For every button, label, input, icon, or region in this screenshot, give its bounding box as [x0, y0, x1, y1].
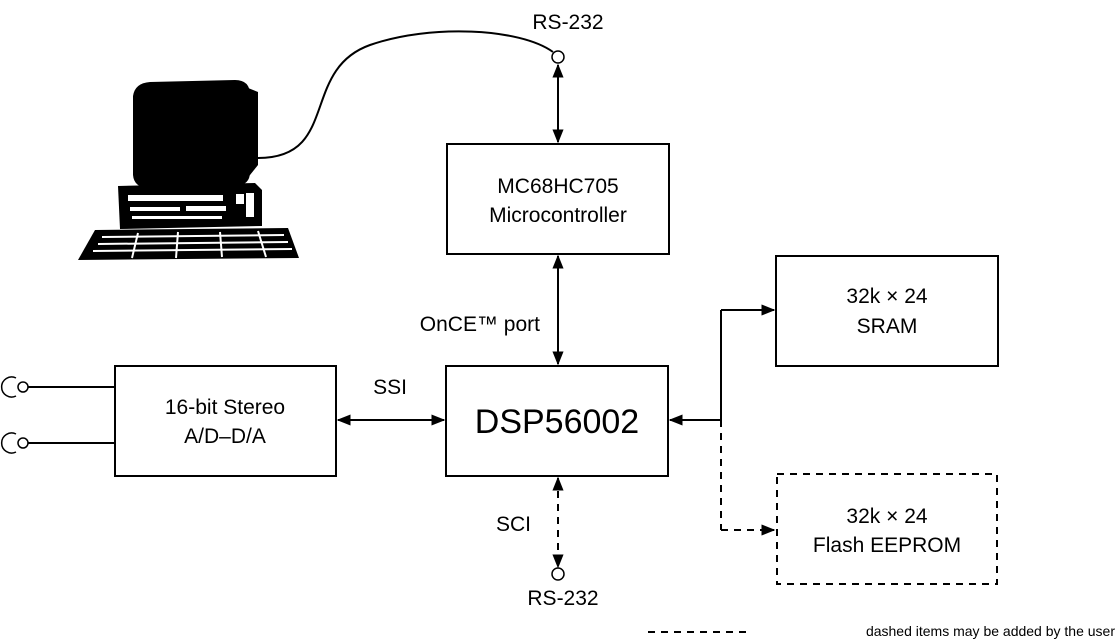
microcontroller-block	[446, 143, 670, 255]
sram-line2: SRAM	[857, 315, 918, 338]
audio-jack-icon	[0, 376, 115, 398]
rs232-bottom-label: RS-232	[527, 587, 598, 610]
flash-block	[776, 473, 998, 585]
rs232-top-label: RS-232	[532, 11, 603, 34]
ssi-label: SSI	[373, 376, 407, 399]
memory-bus	[668, 304, 776, 536]
codec-block	[114, 365, 337, 477]
microcontroller-line1: MC68HC705	[497, 175, 618, 198]
codec-line1: 16-bit Stereo	[165, 396, 285, 419]
dsp-label: DSP56002	[475, 403, 639, 441]
flash-line2: Flash EEPROM	[813, 534, 961, 557]
codec-line2: A/D–D/A	[184, 425, 266, 448]
sram-line1: 32k × 24	[846, 285, 927, 308]
legend-text: dashed items may be added by the user	[866, 623, 1115, 639]
rs232-bottom-connector	[551, 567, 565, 581]
sram-block	[775, 255, 999, 367]
rs232-top-connector	[551, 50, 565, 64]
rs232-cable	[257, 30, 554, 159]
sci-label: SCI	[496, 513, 531, 536]
once-port-label: OnCE™ port	[420, 313, 540, 336]
microcontroller-line2: Microcontroller	[489, 204, 627, 227]
flash-line1: 32k × 24	[846, 505, 927, 528]
computer-icon	[78, 80, 299, 260]
dsp-block	[445, 365, 669, 477]
audio-jack-icon	[0, 432, 115, 454]
